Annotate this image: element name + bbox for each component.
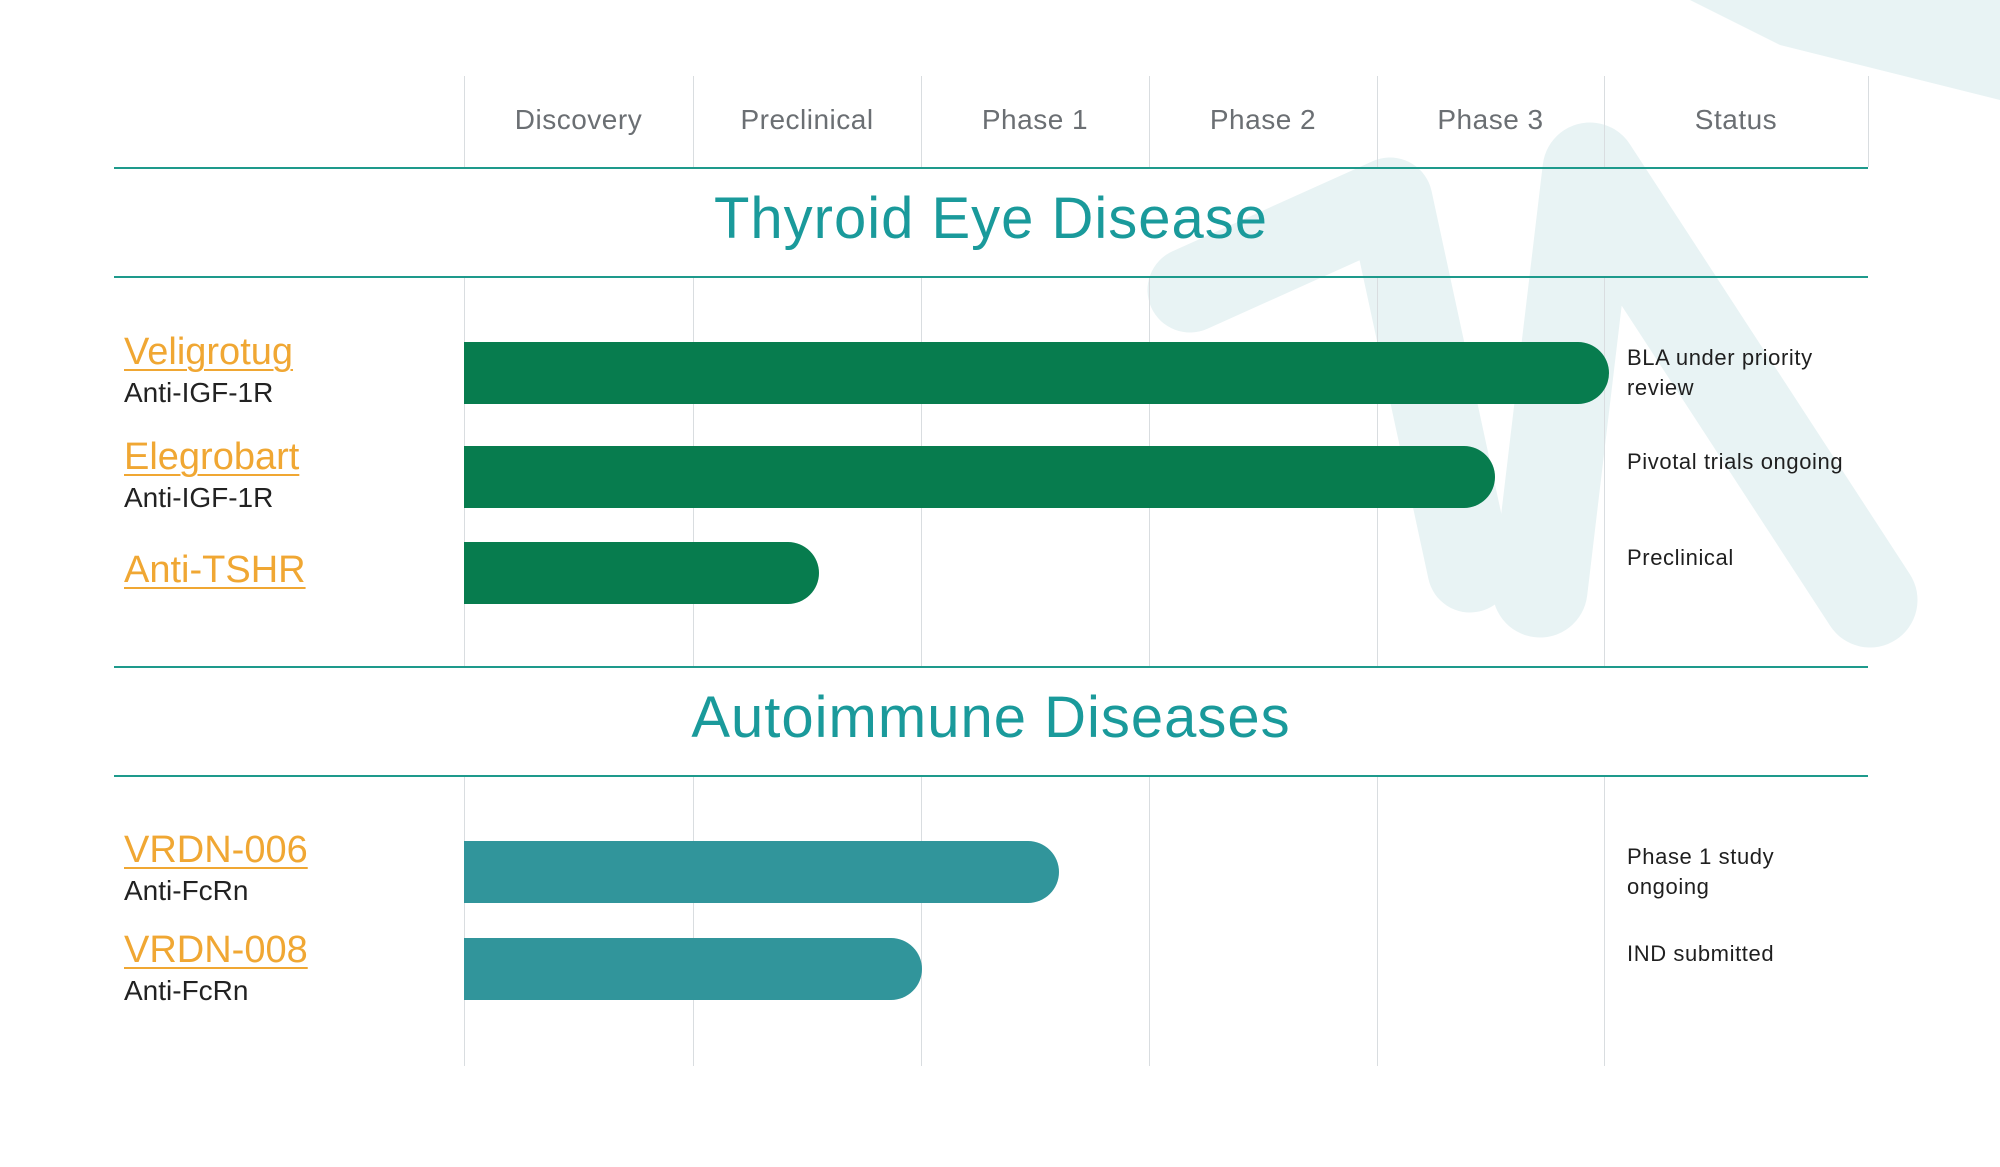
section-title: Thyroid Eye Disease <box>713 186 1269 251</box>
status-text: Preclinical <box>1627 545 1734 570</box>
progress-bar-vrdn-006 <box>464 841 1059 903</box>
stage-gridline <box>1604 76 1605 167</box>
program-link-vrdn-008[interactable]: VRDN-008 <box>124 929 308 971</box>
column-header-phase-3: Phase 3 <box>1437 104 1544 135</box>
program-link-anti-tshr[interactable]: Anti-TSHR <box>124 549 306 591</box>
stage-gridline <box>1604 278 1605 666</box>
column-header-phase-1: Phase 1 <box>981 104 1089 135</box>
header-rule <box>114 167 1868 169</box>
stage-gridline <box>464 777 465 1066</box>
status-text: IND submitted <box>1627 941 1775 966</box>
program-target: Anti-FcRn <box>124 875 249 906</box>
section-rule <box>114 666 1868 668</box>
column-header-phase-2: Phase 2 <box>1209 104 1317 135</box>
stage-gridline <box>1604 777 1605 1066</box>
status-text: Phase 1 study ongoing <box>1627 844 1775 899</box>
column-header-preclinical: Preclinical <box>740 104 874 135</box>
status-text: BLA under priority review <box>1627 345 1813 400</box>
program-link-elegrobart[interactable]: Elegrobart <box>124 436 300 478</box>
progress-bar-elegrobart <box>464 446 1495 508</box>
stage-gridline <box>693 777 694 1066</box>
stage-gridline <box>1377 777 1378 1066</box>
progress-bar-veligrotug <box>464 342 1609 404</box>
stage-gridline <box>921 777 922 1066</box>
program-link-vrdn-006[interactable]: VRDN-006 <box>124 829 308 871</box>
status-text: Pivotal trials ongoing <box>1627 449 1844 474</box>
column-header-status: Status <box>1694 104 1778 135</box>
program-target: Anti-IGF-1R <box>124 377 274 408</box>
stage-gridline <box>464 76 465 167</box>
program-link-veligrotug[interactable]: Veligrotug <box>124 331 294 373</box>
section-rule <box>114 775 1868 777</box>
section-title: Autoimmune Diseases <box>691 685 1291 750</box>
progress-bar-anti-tshr <box>464 542 819 604</box>
stage-gridline <box>1868 76 1869 167</box>
stage-gridline <box>1149 76 1150 167</box>
progress-bar-vrdn-008 <box>464 938 922 1000</box>
stage-gridline <box>1149 777 1150 1066</box>
stage-gridline <box>693 76 694 167</box>
column-header-discovery: Discovery <box>514 104 643 135</box>
stage-gridline <box>1377 76 1378 167</box>
stage-gridline <box>921 76 922 167</box>
program-target: Anti-IGF-1R <box>124 482 274 513</box>
section-rule <box>114 276 1868 278</box>
program-target: Anti-FcRn <box>124 975 249 1006</box>
